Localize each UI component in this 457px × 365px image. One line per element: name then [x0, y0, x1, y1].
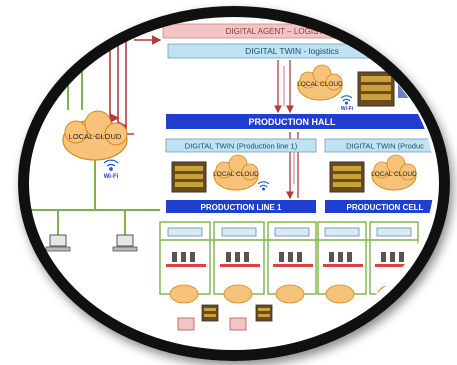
local-cloud-right: LOCAL CLOUD	[371, 154, 417, 191]
wifi-label: Wi-Fi	[341, 106, 354, 112]
cell-inner-boxes	[167, 227, 412, 237]
computer-icon	[112, 234, 138, 252]
vertical-caption-marks	[283, 66, 295, 184]
production-cells	[159, 221, 419, 295]
digital-twin-logistics-label: DIGITAL TWIN - logistics	[245, 46, 339, 56]
wifi-icon	[340, 95, 353, 105]
local-cloud-label: LOCAL CLOUD	[297, 81, 343, 88]
architecture-diagram: LOCAL CLOUD Wi-Fi DIGITAL AGENT – LOGIST…	[24, 20, 434, 331]
local-cloud-label: LOCAL CLOUD	[213, 171, 259, 178]
server-rack-icon	[171, 161, 207, 193]
digital-twin-right-label: DIGITAL TWIN (Produc	[346, 142, 424, 151]
cloud-icon	[297, 64, 343, 101]
production-hall-bar	[166, 114, 428, 129]
cloud-icon	[62, 110, 128, 161]
diagram-viewport: LOCAL CLOUD Wi-Fi DIGITAL AGENT – LOGIST…	[24, 12, 434, 345]
production-hall-label: PRODUCTION HALL	[249, 117, 336, 127]
production-cell-bar	[325, 200, 434, 213]
digital-twin-line1-label: DIGITAL TWIN (Production line 1)	[185, 142, 298, 151]
local-cloud-label: LOCAL CLOUD	[371, 171, 417, 178]
robot-icon	[172, 252, 404, 262]
production-cell-label: PRODUCTION CELL	[347, 203, 424, 212]
local-cloud-left: LOCAL CLOUD	[62, 110, 128, 161]
cloud-icon	[213, 154, 259, 191]
computer-icon	[45, 234, 71, 252]
production-line1-bar	[166, 200, 316, 213]
wifi-icon	[257, 181, 270, 191]
digital-twin-line1-banner	[165, 138, 317, 153]
server-rack-icon	[255, 304, 273, 322]
red-arrows-left	[109, 20, 162, 135]
computer-icon	[177, 317, 247, 331]
local-cloud-label: LOCAL CLOUD	[69, 132, 122, 141]
cloud-icon	[371, 154, 417, 191]
robot-row	[166, 252, 415, 267]
production-line1-label: PRODUCTION LINE 1	[201, 203, 282, 212]
server-rack-icon	[357, 71, 395, 107]
server-rack-icon	[329, 161, 365, 193]
wifi-label: Wi-Fi	[104, 174, 119, 180]
digital-agent-label: DIGITAL AGENT – LOGISTICS (INT	[226, 27, 355, 36]
wifi-icon	[103, 159, 119, 171]
blue-arrow-block	[398, 84, 416, 98]
local-cloud-top: LOCAL CLOUD	[297, 64, 343, 101]
server-rack-icon	[201, 304, 219, 322]
local-cloud-line1: LOCAL CLOUD	[213, 154, 259, 191]
digital-twin-right-banner	[324, 138, 434, 153]
